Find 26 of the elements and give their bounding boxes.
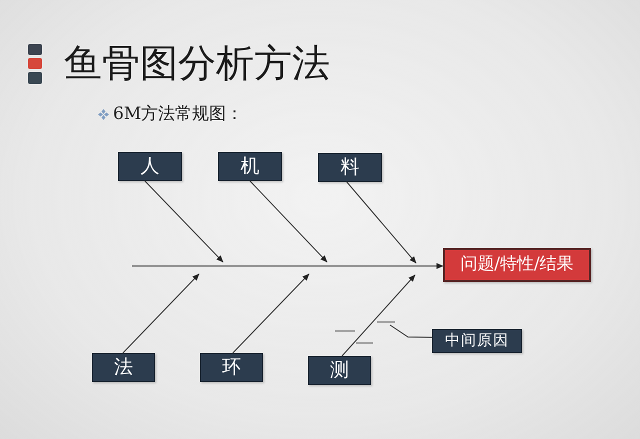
bone-arrow xyxy=(346,182,416,264)
cause-box xyxy=(308,356,371,385)
cause-text: 法 xyxy=(114,356,133,378)
bone-arrow xyxy=(122,274,200,354)
note-text: 中间原因 xyxy=(445,332,509,350)
cause-text: 料 xyxy=(340,156,360,178)
effect-text: 问题/特性/结果 xyxy=(460,255,574,275)
cause-text: 人 xyxy=(140,156,160,178)
title-text: 鱼骨图分析方法 xyxy=(64,40,330,86)
note-box xyxy=(432,329,522,353)
bone-arrow xyxy=(250,180,328,262)
cause-box xyxy=(92,353,155,382)
subtitle-text: 6M方法常规图： xyxy=(113,104,244,124)
cause-text: 测 xyxy=(330,360,349,382)
cause-text: 环 xyxy=(222,356,241,378)
cause-box xyxy=(118,152,182,181)
cause-box xyxy=(218,152,282,181)
bone-arrow xyxy=(144,180,224,262)
cause-box xyxy=(318,153,382,182)
bone-arrow xyxy=(342,274,416,356)
cause-box xyxy=(200,353,263,382)
cause-text: 机 xyxy=(240,156,260,178)
spine-arrow xyxy=(132,263,444,269)
bone-arrow xyxy=(232,274,310,354)
effect-box xyxy=(443,248,591,282)
leader-line xyxy=(390,324,432,338)
